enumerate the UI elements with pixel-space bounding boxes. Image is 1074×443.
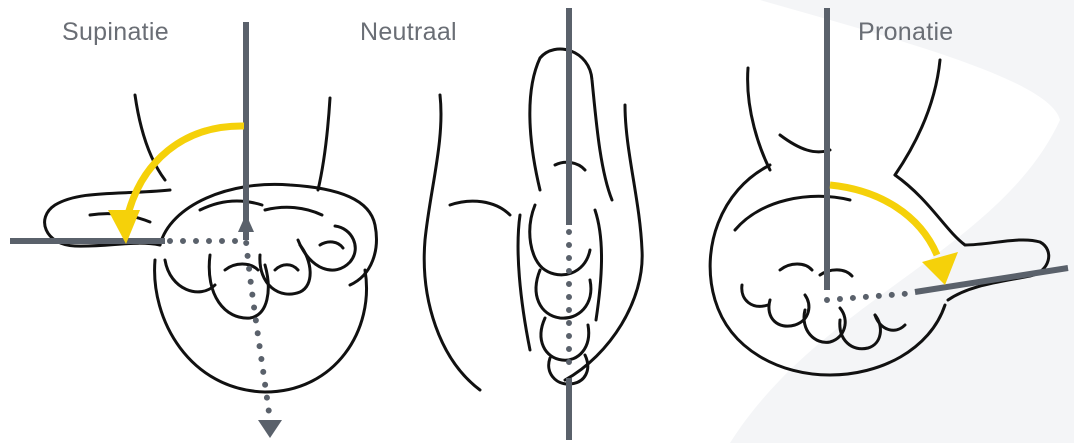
background-shape (730, 0, 1074, 443)
neutral-hand (424, 49, 642, 390)
label-neutral: Neutraal (360, 18, 457, 47)
dotted-arrow-icon (258, 420, 282, 438)
label-supination: Supinatie (62, 18, 169, 47)
supination-axis-arrowhead (238, 214, 254, 232)
label-pronation: Pronatie (858, 18, 954, 47)
